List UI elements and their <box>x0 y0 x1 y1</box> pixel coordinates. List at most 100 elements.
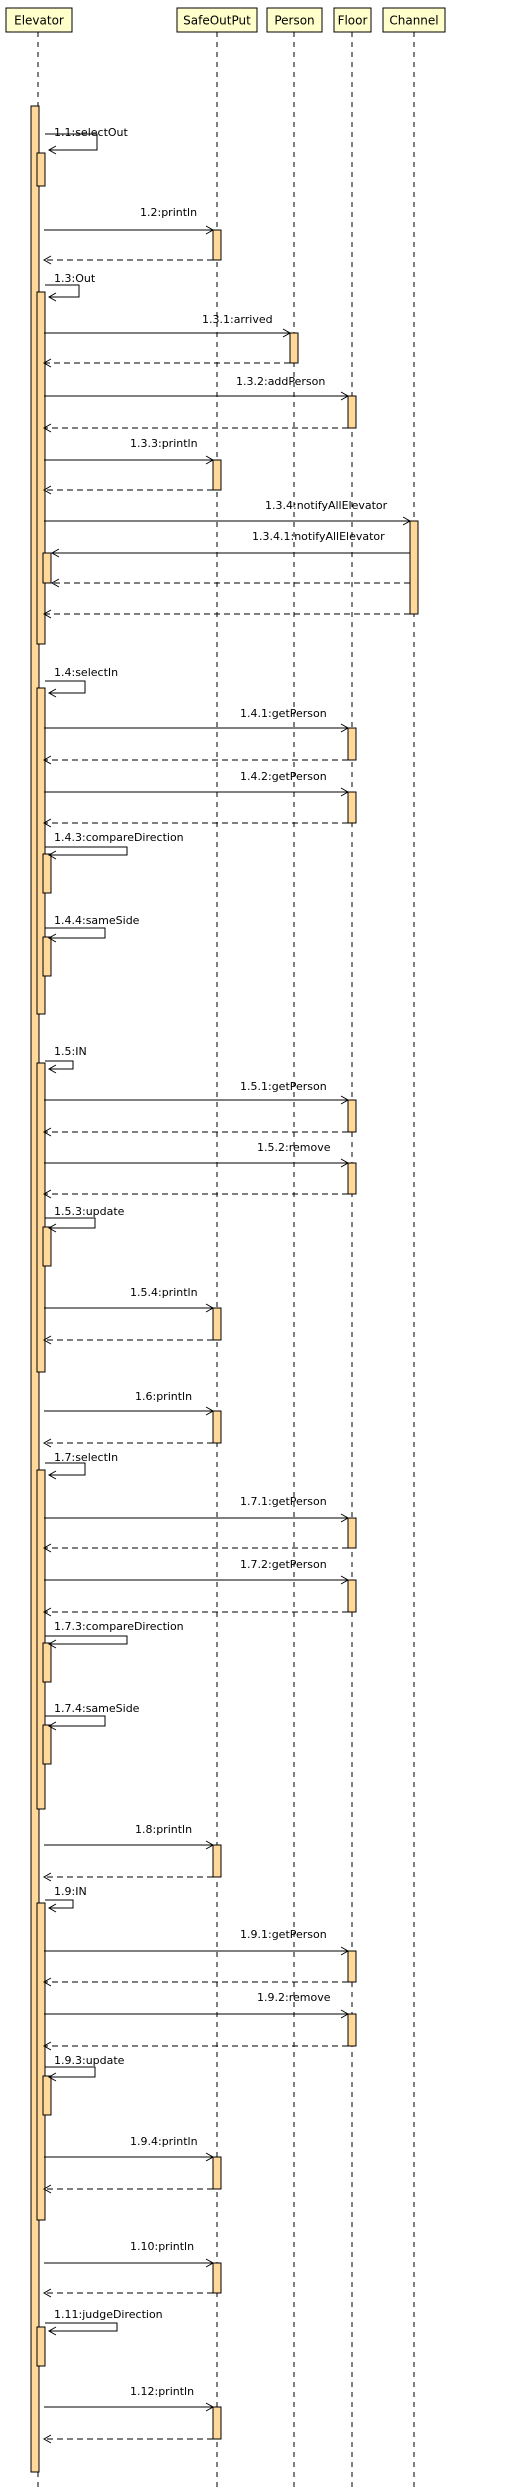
arrow-head <box>47 1064 57 1074</box>
messages: 1.1:selectOut1.2:println1.3:Out1.3.1:arr… <box>42 126 412 2444</box>
message-label: 1.5.3:update <box>54 1205 125 1218</box>
message-label: 1.3.2:addPerson <box>236 375 325 388</box>
message-label: 1.1:selectOut <box>54 126 129 139</box>
message: 1.1:selectOut <box>45 126 129 155</box>
arrow-head <box>340 2009 350 2019</box>
arrow-head <box>50 548 60 558</box>
arrow-head <box>340 1095 350 1105</box>
arrow-head <box>47 1470 57 1480</box>
message-label: 1.7.1:getPerson <box>240 1495 327 1508</box>
arrow-head <box>42 2288 52 2298</box>
participant-box <box>176 7 258 33</box>
self-call-line <box>45 2322 118 2332</box>
arrow-head <box>47 933 57 943</box>
self-call-line <box>45 1899 74 1909</box>
self-call-line <box>45 133 98 151</box>
message-label: 1.7:selectIn <box>54 1451 118 1464</box>
arrow-head <box>402 516 412 526</box>
arrow-head <box>50 578 60 588</box>
message-label: 1.5.1:getPerson <box>240 1080 327 1093</box>
activation-bar <box>36 1902 46 2221</box>
activation-bar <box>42 1642 52 1683</box>
arrow-head <box>205 1303 215 1313</box>
arrow-head <box>47 292 57 302</box>
message: 1.3.2:addPerson <box>42 375 350 433</box>
message-label: 1.6:println <box>135 1390 192 1403</box>
message: 1.5.4:println <box>42 1286 215 1345</box>
participant-elevator: Elevator <box>5 7 73 33</box>
activation-bar <box>212 229 222 261</box>
activation-bar <box>36 1469 46 1810</box>
lifelines <box>37 32 415 2490</box>
message: 1.5.1:getPerson <box>42 1080 350 1137</box>
self-call-line <box>45 1060 74 1070</box>
message-label: 1.7.4:sameSide <box>54 1702 140 1715</box>
message: 1.3.3:println <box>42 437 215 495</box>
message-label: 1.8:println <box>135 1823 192 1836</box>
arrow-head <box>42 1872 52 1882</box>
message: 1.5.2:remove <box>42 1141 350 1199</box>
self-call-line <box>45 680 86 694</box>
message: 1.12:println <box>42 2385 215 2444</box>
activation-bar <box>409 520 419 615</box>
arrow-head <box>205 1406 215 1416</box>
arrow-head <box>42 818 52 828</box>
self-call-line <box>45 846 128 856</box>
activation-bar <box>36 152 46 187</box>
arrow-head <box>205 225 215 235</box>
arrow-head <box>42 1189 52 1199</box>
activation-bar <box>42 1724 52 1765</box>
self-call-line <box>45 2066 96 2078</box>
activation-bar <box>42 936 52 977</box>
message: 1.7:selectIn <box>45 1451 118 1480</box>
message: 1.5.3:update <box>45 1205 125 1233</box>
arrow-head <box>42 423 52 433</box>
message-label: 1.5.2:remove <box>257 1141 331 1154</box>
message: 1.4.3:compareDirection <box>45 831 184 860</box>
activation-bar <box>36 2326 46 2367</box>
arrow-head <box>47 1721 57 1731</box>
participant-person: Person <box>266 7 323 33</box>
arrow-head <box>42 1543 52 1553</box>
activation-bar <box>347 791 357 824</box>
arrow-head <box>47 1223 57 1233</box>
arrow-head <box>340 1513 350 1523</box>
activation-bar <box>42 1226 52 1267</box>
message-label: 1.9.3:update <box>54 2054 125 2067</box>
participant-safeoutput: SafeOutPut <box>176 7 258 33</box>
message: 1.9.3:update <box>45 2054 125 2082</box>
message: 1.9:IN <box>45 1885 87 1913</box>
participant-channel: Channel <box>382 7 446 33</box>
arrow-head <box>340 391 350 401</box>
message: 1.9.4:println <box>42 2135 215 2194</box>
arrow-head <box>42 255 52 265</box>
activation-bar <box>347 1517 357 1549</box>
arrow-head <box>42 755 52 765</box>
arrow-head <box>205 2152 215 2162</box>
message-label: 1.4:selectIn <box>54 666 118 679</box>
activation-bars <box>30 105 419 2473</box>
activation-bar <box>212 459 222 491</box>
message-label: 1.5:IN <box>54 1045 87 1058</box>
participant-box <box>5 7 73 33</box>
arrow-head <box>42 1607 52 1617</box>
message: 1.3.4:notifyAllElevator <box>44 499 412 526</box>
message-label: 1.3.4.1:notifyAllElevator <box>252 530 385 543</box>
arrow-head <box>47 145 57 155</box>
message: 1.7.2:getPerson <box>42 1558 350 1617</box>
arrow-head <box>340 1575 350 1585</box>
arrow-head <box>42 609 52 619</box>
arrow-head <box>42 358 52 368</box>
message: 1.7.1:getPerson <box>42 1495 350 1553</box>
activation-bar <box>347 727 357 761</box>
return-message <box>50 578 410 588</box>
message-label: 1.7.3:compareDirection <box>54 1620 184 1633</box>
arrow-head <box>42 1977 52 1987</box>
arrow-head <box>47 2072 57 2082</box>
arrow-head <box>340 787 350 797</box>
arrow-head <box>47 850 57 860</box>
message: 1.7.3:compareDirection <box>45 1620 184 1649</box>
self-call-line <box>45 1217 96 1229</box>
participant-box <box>266 7 323 33</box>
